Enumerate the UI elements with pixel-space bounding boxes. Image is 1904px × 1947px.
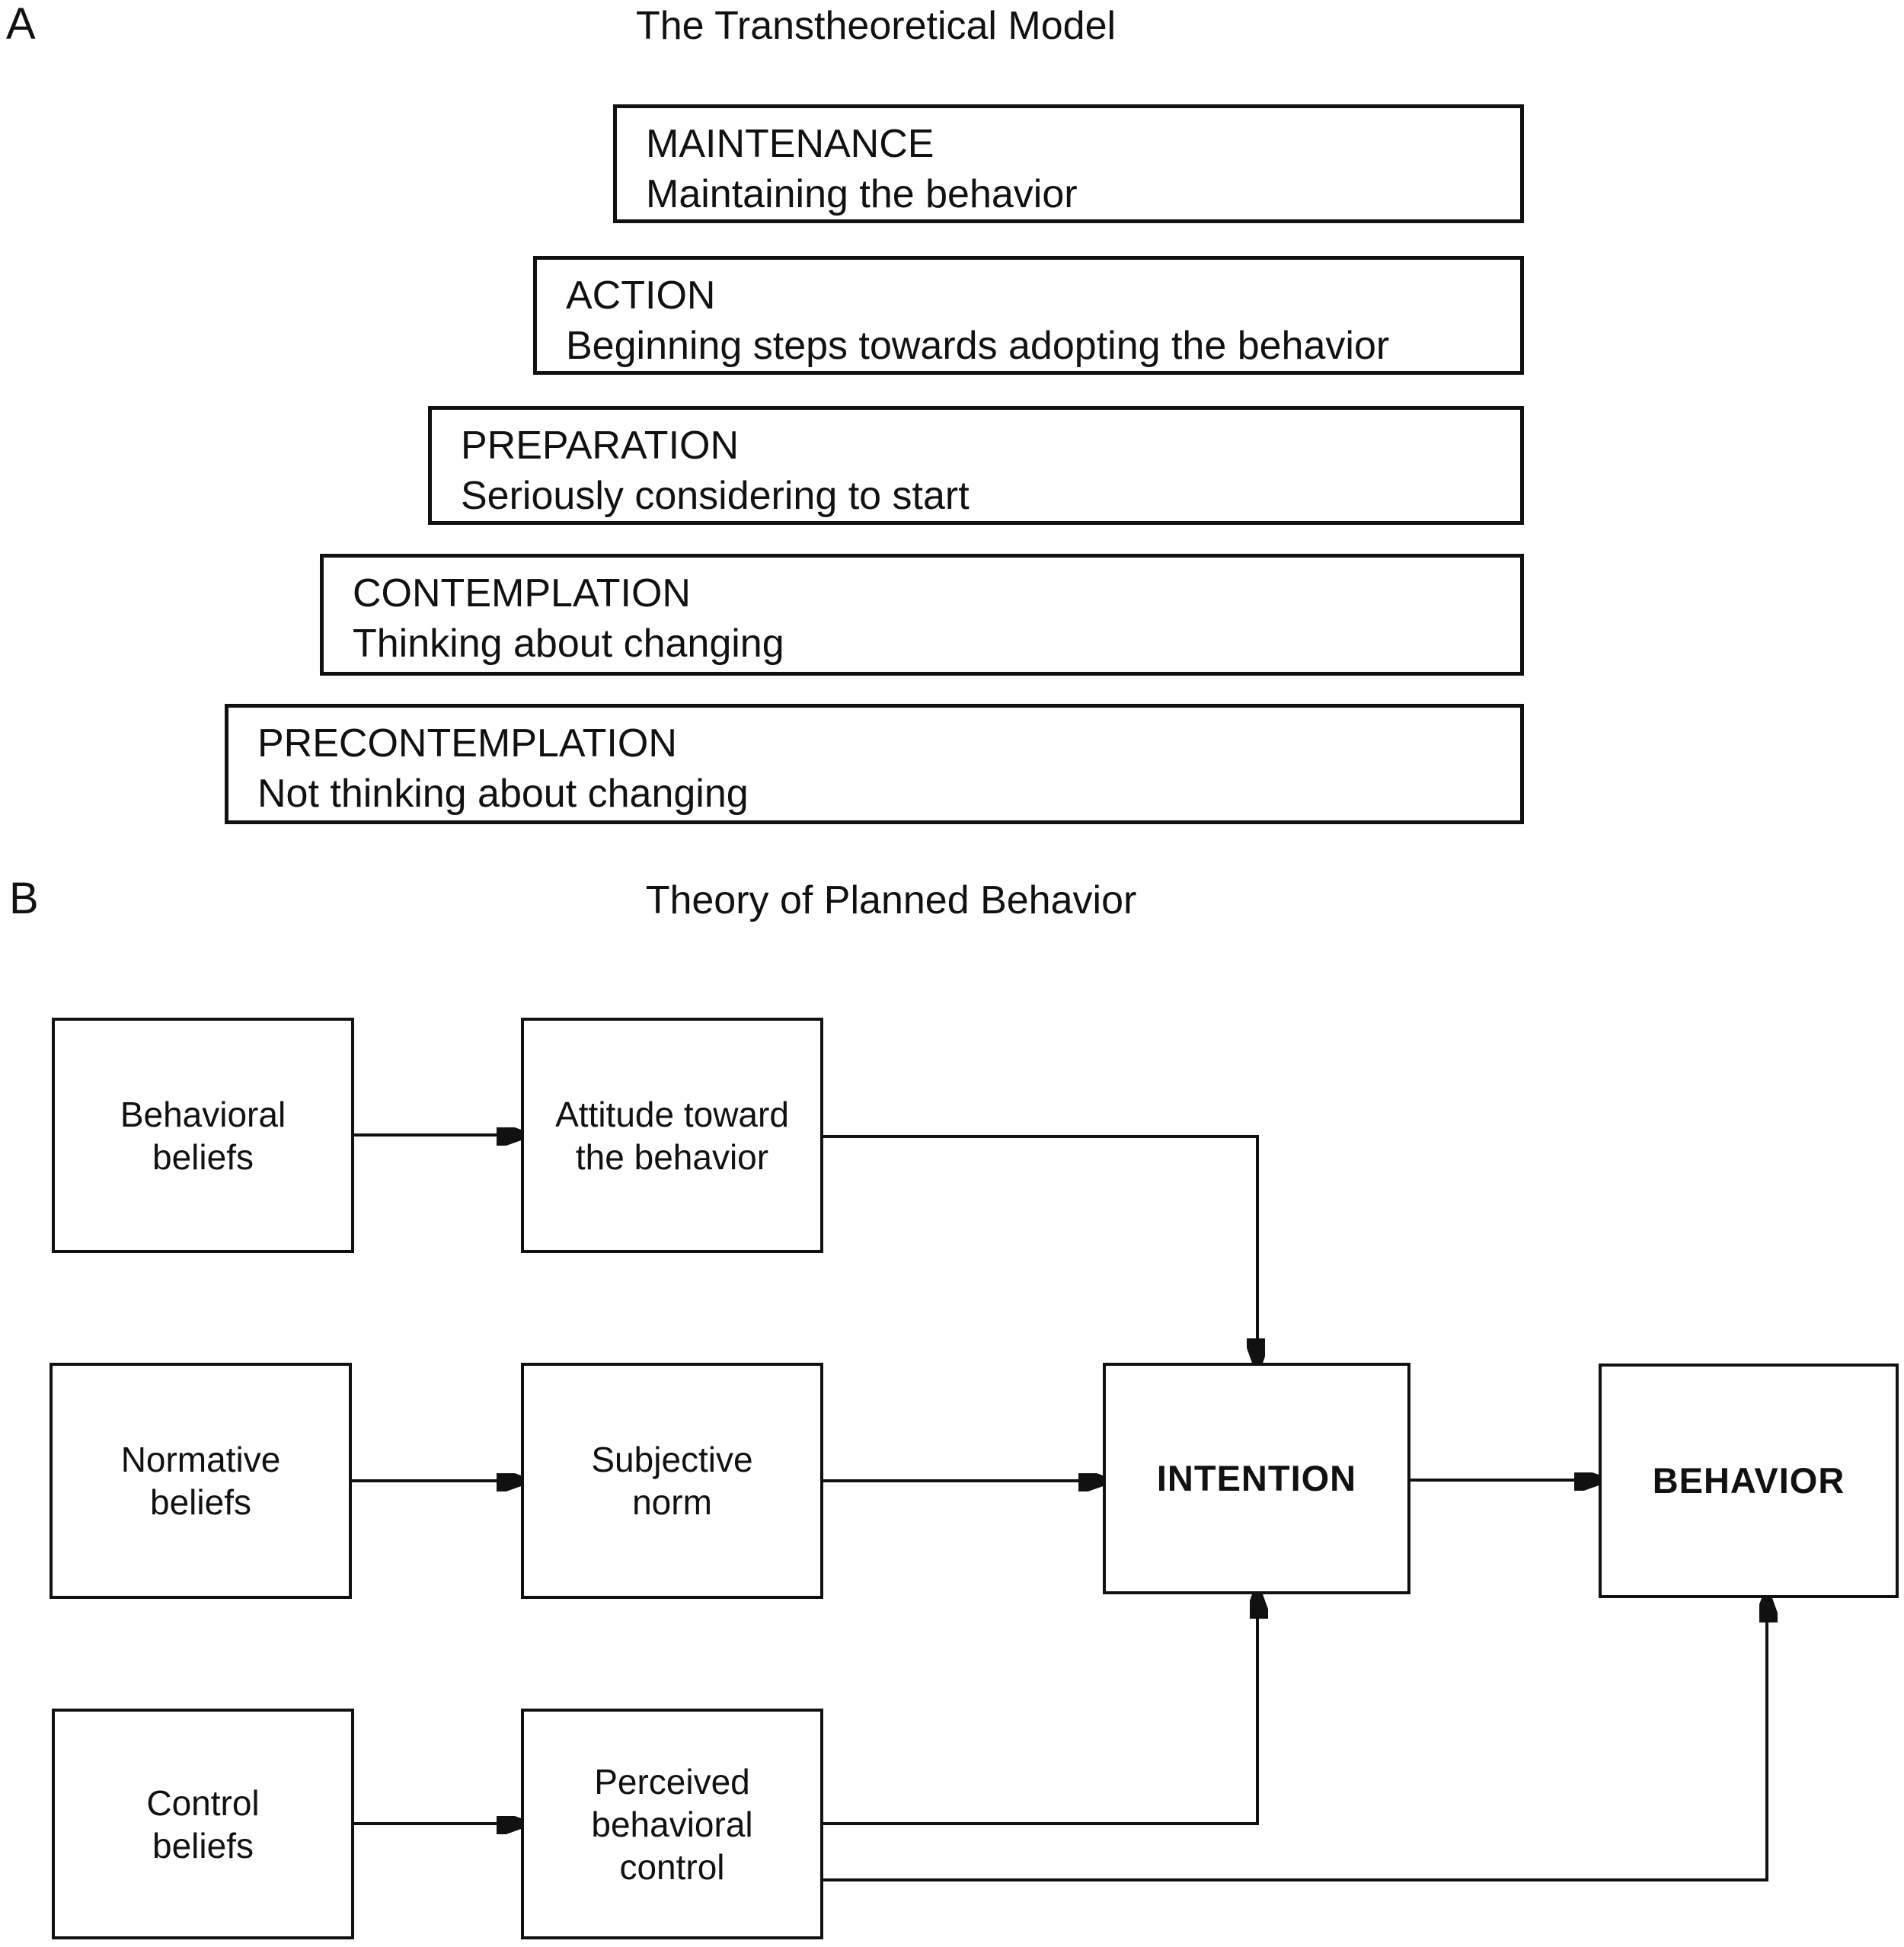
node-control-beliefs: Control beliefs [52,1709,354,1939]
stage-description: Beginning steps towards adopting the beh… [566,324,1390,368]
arrow-attitude-to-intention [823,1135,1257,1360]
stage-description: Maintaining the behavior [646,172,1078,216]
arrow-perceived-to-intention [823,1597,1257,1825]
panel-b-label: B [9,874,39,923]
panel-a-title: The Transtheoretical Model [635,4,1117,48]
stage-name: PREPARATION [461,424,740,468]
stage-description: Seriously considering to start [461,474,970,518]
node-intention: INTENTION [1103,1363,1410,1594]
node-behavioral-beliefs: Behavioral beliefs [52,1018,354,1253]
panel-a-label: A [6,0,36,49]
arrow-perceived-to-behavior [823,1601,1767,1881]
node-subjective-norm: Subjective norm [521,1363,823,1599]
node-perceived-behavioral-control: Perceived behavioral control [521,1709,823,1939]
stage-description: Not thinking about changing [257,772,749,816]
stage-box-preparation: PREPARATION Seriously considering to sta… [428,406,1524,525]
node-normative-beliefs: Normative beliefs [50,1363,352,1599]
panel-b-title: Theory of Planned Behavior [645,878,1137,922]
stage-box-contemplation: CONTEMPLATION Thinking about changing [320,554,1524,676]
stage-box-precontemplation: PRECONTEMPLATION Not thinking about chan… [225,704,1524,824]
stage-name: ACTION [566,273,716,318]
stage-description: Thinking about changing [353,622,784,666]
stage-name: PRECONTEMPLATION [257,721,677,766]
stage-name: MAINTENANCE [646,122,934,166]
node-attitude-toward-behavior: Attitude toward the behavior [521,1018,823,1253]
stage-name: CONTEMPLATION [353,571,691,615]
node-behavior: BEHAVIOR [1599,1364,1899,1598]
stage-box-maintenance: MAINTENANCE Maintaining the behavior [613,104,1524,223]
stage-box-action: ACTION Beginning steps towards adopting … [533,256,1524,375]
